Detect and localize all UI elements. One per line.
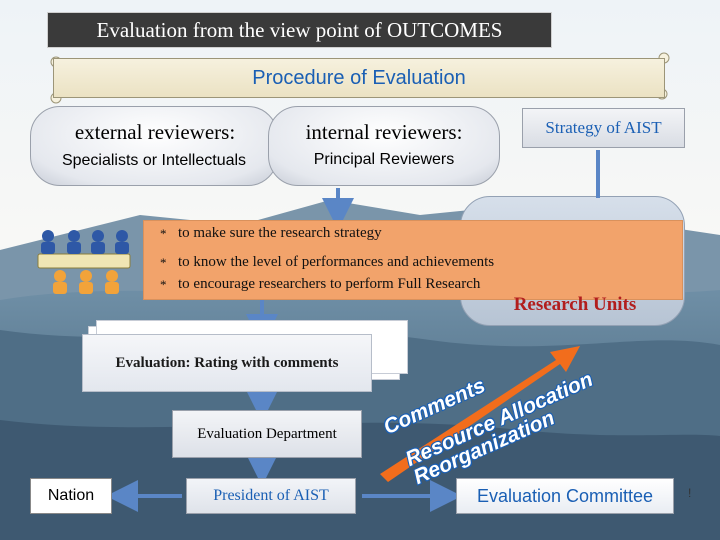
purpose-item: * to make sure the research strategy [160,225,382,242]
purpose-item: * to know the level of performances and … [160,254,494,271]
research-units-label: Research Units [480,294,670,316]
person-icon [53,270,119,294]
bullet-icon: * [160,226,170,242]
evaluation-department-box: Evaluation Department [172,410,362,458]
evaluation-committee-box: Evaluation Committee [456,478,674,514]
bullet-icon: * [160,255,170,271]
reviewers-group-icon [30,228,138,296]
corner-mark: ! [688,486,691,500]
president-box: President of AIST [186,478,356,514]
purpose-item: * to encourage researchers to perform Fu… [160,276,480,293]
person-icon [41,230,129,254]
nation-box: Nation [30,478,112,514]
rating-box: Evaluation: Rating with comments [82,334,372,392]
bullet-icon: * [160,277,170,293]
purposes-box: * to make sure the research strategy * t… [143,220,683,300]
